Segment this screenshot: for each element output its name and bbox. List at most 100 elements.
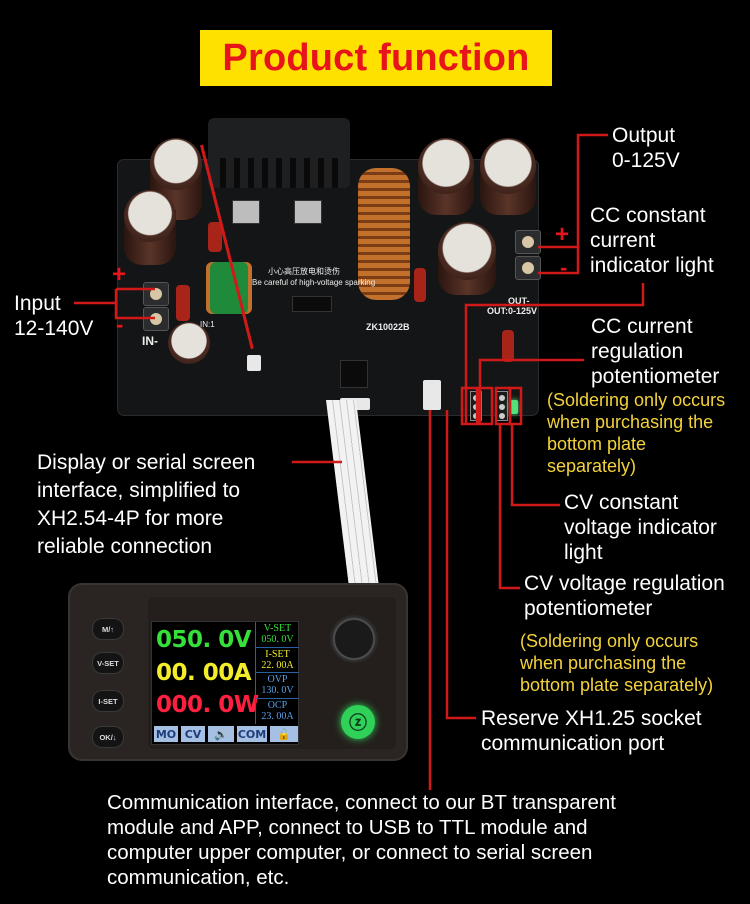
cc-pot-line2: regulation [591, 340, 684, 363]
cv-badge: CV [181, 726, 205, 742]
power-glyph: ⓩ [349, 713, 367, 733]
mosfet [232, 200, 260, 224]
ovp-value: 130. 0V [261, 685, 294, 696]
capacitor [480, 138, 536, 194]
capacitor [124, 190, 176, 242]
input-plus-mark: + [112, 261, 127, 288]
cv-pot-line1: CV voltage regulation [524, 572, 725, 595]
note1-line4: separately) [547, 456, 637, 476]
xh125-connector [423, 380, 441, 410]
pcb-out-range: OUT:0-125V [487, 306, 538, 316]
cv-indicator-line2: voltage indicator [564, 516, 717, 539]
power-icon[interactable]: ⓩ [341, 705, 375, 739]
note1-line1: (Soldering only occurs [547, 390, 726, 410]
comm-line3: computer upper computer, or connect to s… [107, 841, 593, 864]
common-mode-choke [210, 262, 248, 314]
mosfet [294, 200, 322, 224]
capacitor [168, 322, 210, 364]
reserve-port-leader [445, 410, 476, 720]
ribbon-cable [326, 400, 380, 590]
cc-potentiometer [470, 391, 482, 421]
v-set-button[interactable]: V-SET [93, 653, 123, 673]
i-set-cell: I-SET 22. 00A [256, 648, 299, 673]
note2-line2: when purchasing the [520, 653, 687, 673]
comm-line2: module and APP, connect to USB to TTL mo… [107, 816, 588, 839]
m-up-button[interactable]: M/↑ [93, 619, 123, 639]
output-plus-mark: + [555, 221, 570, 248]
capacitor [150, 138, 202, 190]
output-label-line2: 0-125V [612, 149, 680, 172]
film-capacitor [414, 268, 426, 302]
microcontroller [340, 360, 368, 388]
cc-pot-line1: CC current [591, 315, 693, 338]
input-label: Input 12-140V [14, 291, 93, 341]
cc-pot-line3: potentiometer [591, 365, 720, 388]
toroid-inductor [358, 168, 410, 300]
note2-line3: bottom plate separately) [520, 675, 714, 695]
output-terminal-minus [515, 256, 541, 280]
pcb-in-label: IN:1 [200, 320, 215, 329]
rotary-knob[interactable] [332, 617, 376, 661]
pcb-warning-en: Be careful of high-voltage sparking [252, 278, 376, 287]
display-interface-label: Display or serial screen interface, simp… [37, 449, 255, 561]
lcd-screen: 050. 0V 00. 00A 000. 0W V-SET 050. 0V I-… [151, 621, 299, 745]
pcb-in-minus: IN- [142, 334, 158, 348]
cc-pot-label: CC current regulation potentiometer [591, 314, 719, 389]
settings-column: V-SET 050. 0V I-SET 22. 00A OVP 130. 0V … [255, 622, 299, 724]
i-set-value: 22. 00A [261, 659, 294, 671]
ic-chip [292, 296, 332, 312]
output-label-line1: Output [612, 124, 676, 147]
i-set-button[interactable]: I-SET [93, 691, 123, 711]
capacitor [418, 138, 474, 194]
reserve-port-line1: Reserve XH1.25 socket [481, 707, 702, 730]
output-terminal-plus [515, 230, 541, 254]
cv-pot-line2: potentiometer [524, 597, 653, 620]
film-capacitor [176, 285, 190, 321]
com-badge: COM [237, 726, 267, 742]
cv-indicator-label: CV constant voltage indicator light [564, 490, 717, 565]
cv-pot-label: CV voltage regulation potentiometer [524, 571, 725, 621]
ocp-cell: OCP 23. 00A [256, 699, 299, 725]
ovp-label: OVP [267, 674, 288, 685]
comm-line4: communication, etc. [107, 866, 290, 889]
cc-indicator-line2: current [590, 229, 656, 252]
ocp-label: OCP [267, 699, 288, 711]
cc-indicator-line3: indicator light [590, 254, 714, 277]
ok-down-button[interactable]: OK/↓ [93, 727, 123, 747]
comm-line1: Communication interface, connect to our … [107, 791, 616, 814]
title-banner: Product function [200, 30, 552, 86]
display-interface-line4: reliable connection [37, 535, 213, 558]
ocp-value: 23. 00A [261, 710, 294, 722]
pcb-out-minus: OUT- [508, 296, 530, 306]
capacitor [438, 222, 496, 280]
cv-indicator-line3: light [564, 541, 603, 564]
note2-line1: (Soldering only occurs [520, 631, 699, 651]
cv-pot-leader [498, 424, 520, 590]
speaker-icon: 🔊 [208, 726, 234, 742]
comm-interface-label: Communication interface, connect to our … [107, 790, 727, 890]
status-bar: MO CV 🔊 COM 🔓 [154, 725, 298, 743]
ovp-cell: OVP 130. 0V [256, 673, 299, 699]
heatsink [208, 118, 350, 188]
v-set-label: V-SET [263, 623, 292, 634]
soldering-note-1: (Soldering only occurs when purchasing t… [547, 389, 725, 477]
voltage-readout: 050. 0V [156, 627, 252, 653]
reserve-port-line2: communication port [481, 732, 665, 755]
cc-indicator-line1: CC constant [590, 204, 706, 227]
film-capacitor [502, 330, 514, 362]
cc-indicator-label: CC constant current indicator light [590, 203, 714, 278]
unlock-icon: 🔓 [270, 726, 298, 742]
input-terminal-minus [143, 307, 169, 331]
current-readout: 00. 00A [156, 660, 252, 686]
cv-potentiometer [496, 391, 508, 421]
input-terminal-plus [143, 282, 169, 306]
input-label-line1: Input [14, 292, 61, 315]
input-minus-mark: - [116, 312, 124, 337]
note1-line3: bottom plate [547, 434, 647, 454]
note1-line2: when purchasing the [547, 412, 714, 432]
soldering-note-2: (Soldering only occurs when purchasing t… [520, 630, 713, 696]
output-minus-mark: - [560, 255, 568, 280]
v-set-value: 050. 0V [261, 634, 294, 645]
i-set-label: I-SET [265, 648, 290, 660]
cv-indicator-led [510, 400, 518, 414]
